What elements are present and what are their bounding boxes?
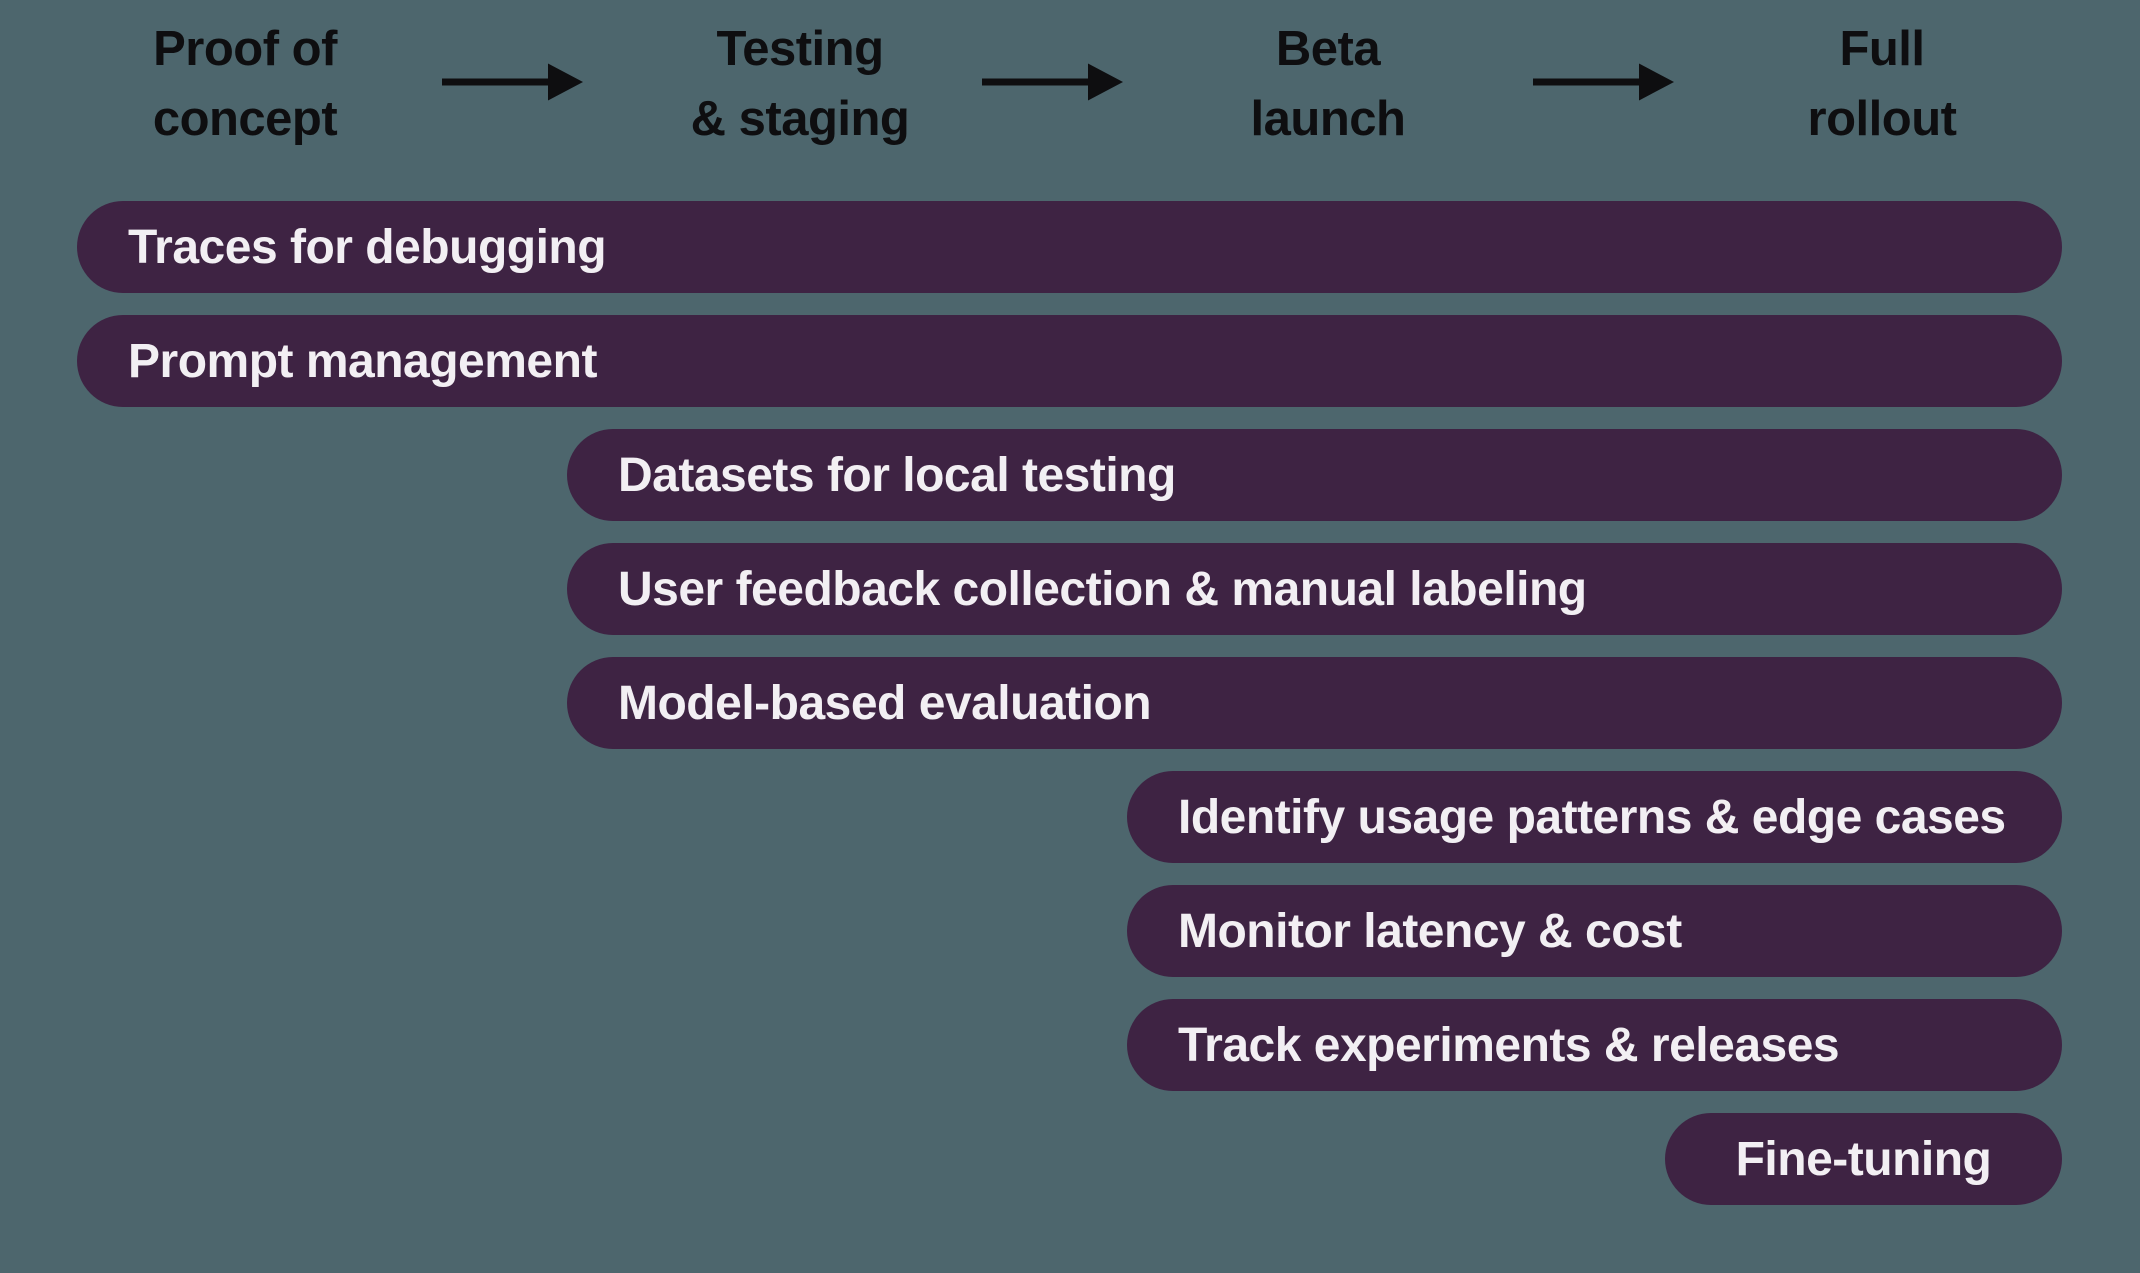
bar-label: Datasets for local testing	[618, 448, 1176, 502]
phase-label-testing-staging: Testing & staging	[690, 22, 910, 146]
gantt-bar-datasets-for-local-testing: Datasets for local testing	[567, 429, 2062, 521]
bar-label: Model-based evaluation	[618, 676, 1152, 730]
phase-label-full-rollout: Full rollout	[1807, 22, 1957, 146]
arrow-right-icon	[442, 63, 583, 101]
gantt-bar-model-based-evaluation: Model-based evaluation	[567, 657, 2062, 749]
phase-label-beta-launch: Beta launch	[1250, 22, 1406, 146]
arrow-right-icon	[982, 63, 1123, 101]
phase-label-proof-of-concept: Proof of concept	[152, 22, 338, 146]
gantt-bar-fine-tuning: Fine-tuning	[1665, 1113, 2062, 1205]
gantt-bar-prompt-management: Prompt management	[77, 315, 2062, 407]
gantt-bar-track-experiments-releases: Track experiments & releases	[1127, 999, 2062, 1091]
bar-label: Prompt management	[128, 334, 597, 388]
bar-label: Identify usage patterns & edge cases	[1178, 790, 2006, 844]
bar-label: Fine-tuning	[1735, 1132, 1992, 1186]
gantt-bar-user-feedback-collection: User feedback collection & manual labeli…	[567, 543, 2062, 635]
gantt-bar-identify-usage-patterns: Identify usage patterns & edge cases	[1127, 771, 2062, 863]
bar-label: Track experiments & releases	[1178, 1018, 1840, 1072]
bar-label: Monitor latency & cost	[1178, 904, 1682, 958]
bar-label: Traces for debugging	[128, 220, 607, 274]
bar-label: User feedback collection & manual labeli…	[618, 562, 1587, 616]
gantt-bar-traces-for-debugging: Traces for debugging	[77, 201, 2062, 293]
arrow-right-icon	[1533, 63, 1674, 101]
gantt-bar-monitor-latency-cost: Monitor latency & cost	[1127, 885, 2062, 977]
